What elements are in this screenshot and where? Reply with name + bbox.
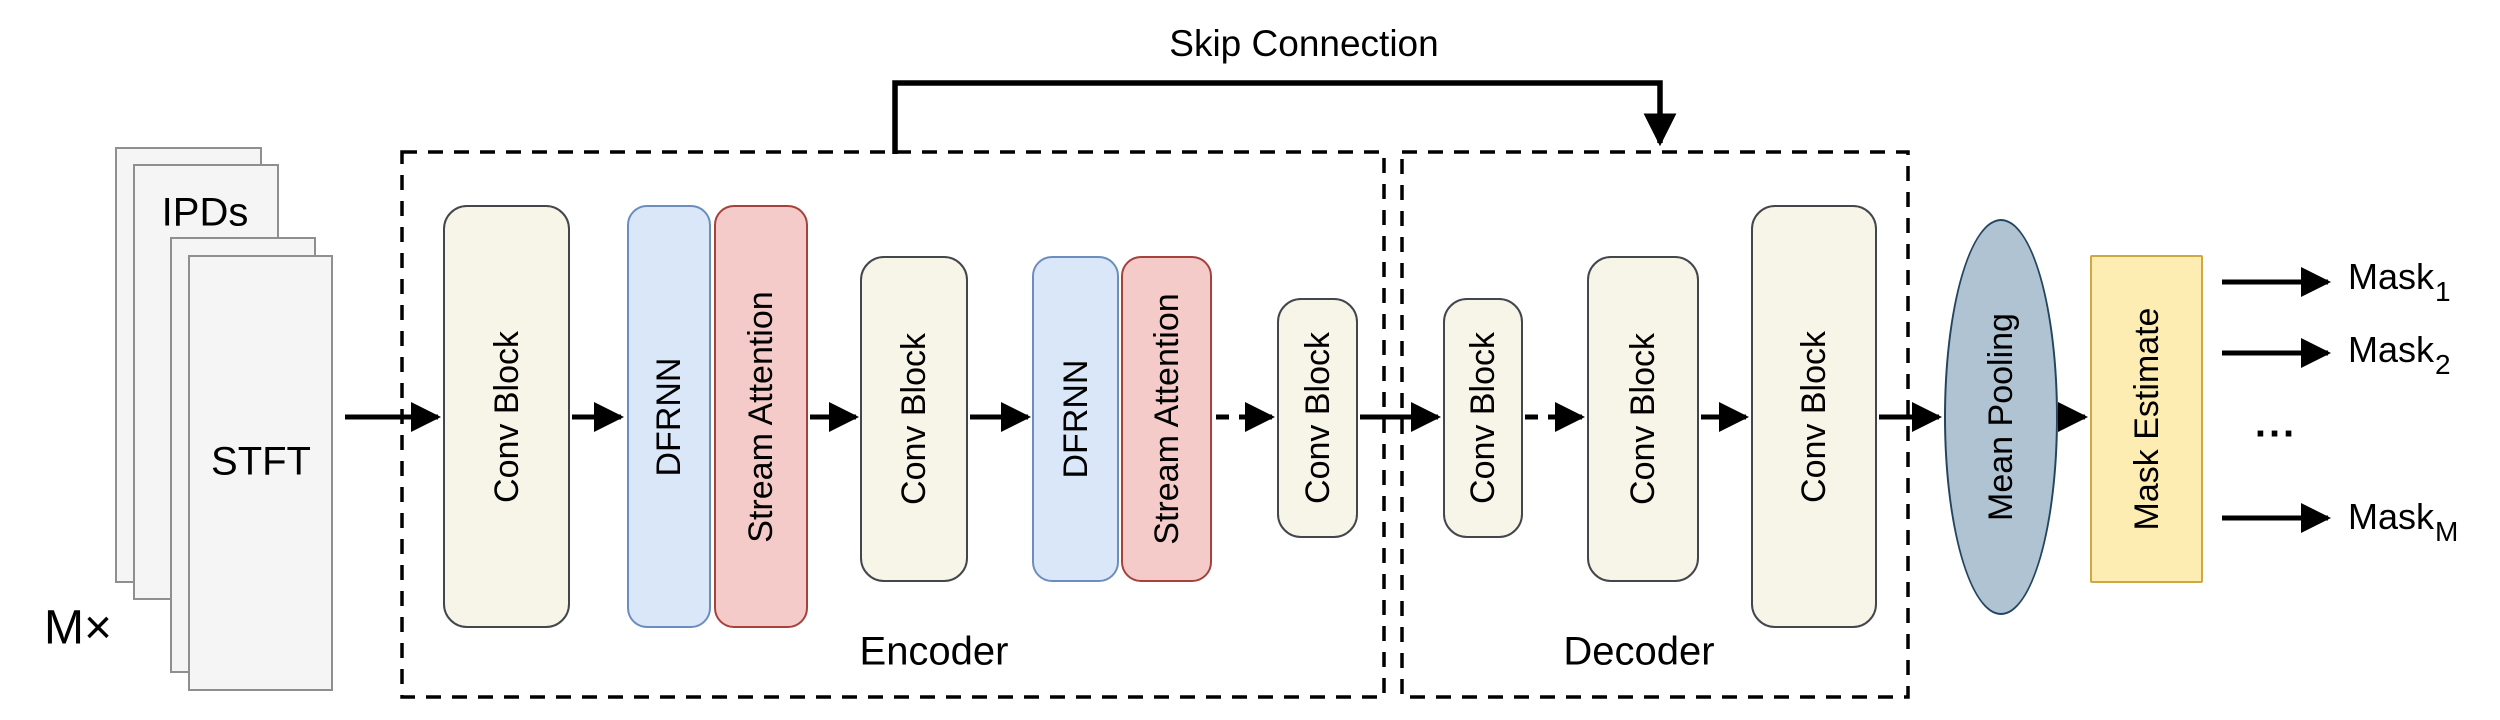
encoder-dfrnn-2: DFRNN [1032, 256, 1119, 582]
decoder-region-border [1400, 150, 1910, 699]
mask-1-sub: 1 [2435, 276, 2451, 308]
decoder-conv-block-1-label: Conv Block [1464, 332, 1502, 504]
encoder-conv-block-1: Conv Block [443, 205, 570, 628]
encoder-dfrnn-2-label: DFRNN [1056, 359, 1095, 479]
encoder-dfrnn-1-label: DFRNN [650, 357, 688, 476]
decoder-conv-block-2: Conv Block [1587, 256, 1699, 582]
decoder-conv-block-1: Conv Block [1443, 298, 1523, 538]
mask-estimate-label: Mask Estimate [2127, 307, 2166, 531]
encoder-conv-block-3-label: Conv Block [1298, 332, 1337, 504]
encoder-conv-block-3: Conv Block [1277, 298, 1358, 538]
encoder-conv-block-2-label: Conv Block [895, 333, 933, 505]
mask-m-base: Mask [2348, 496, 2435, 537]
mask-1-label: Mask1 [2348, 256, 2451, 306]
ipds-label: IPDs [161, 190, 249, 235]
skip-connection-label: Skip Connection [1169, 23, 1439, 64]
mask-m-label: MaskM [2348, 496, 2458, 546]
mask-2-base: Mask [2348, 329, 2435, 370]
encoder-label: Encoder [859, 629, 1009, 674]
decoder-conv-block-3: Conv Block [1751, 205, 1877, 628]
stft-label: STFT [211, 439, 311, 484]
mask-2-sub: 2 [2435, 349, 2451, 381]
decoder-conv-block-3-label: Conv Block [1795, 330, 1833, 503]
encoder-stream-attention-2-label: Stream Attention [1147, 293, 1186, 545]
mask-m-sub: M [2435, 516, 2459, 548]
skip-connection-line [892, 80, 1677, 154]
mean-pooling-label: Mean Pooling [1982, 313, 2020, 521]
encoder-conv-block-1-label: Conv Block [487, 330, 526, 503]
decoder-conv-block-2-label: Conv Block [1624, 333, 1662, 505]
mask-estimate-node: Mask Estimate [2090, 255, 2203, 583]
masks-ellipsis: ... [2254, 401, 2298, 446]
mask-2-label: Mask2 [2348, 329, 2451, 379]
mean-pooling-node: Mean Pooling [1944, 219, 2058, 615]
encoder-stream-attention-1: Stream Attention [714, 205, 808, 628]
encoder-conv-block-2: Conv Block [860, 256, 968, 582]
mask-1-base: Mask [2348, 256, 2435, 297]
input-sheet-front-2 [188, 255, 333, 691]
decoder-label: Decoder [1563, 629, 1715, 674]
multiplier-label: M× [43, 601, 113, 655]
encoder-dfrnn-1: DFRNN [627, 205, 711, 628]
encoder-stream-attention-1-label: Stream Attention [742, 290, 780, 543]
encoder-stream-attention-2: Stream Attention [1121, 256, 1212, 582]
encoder-region-border [400, 150, 1386, 699]
